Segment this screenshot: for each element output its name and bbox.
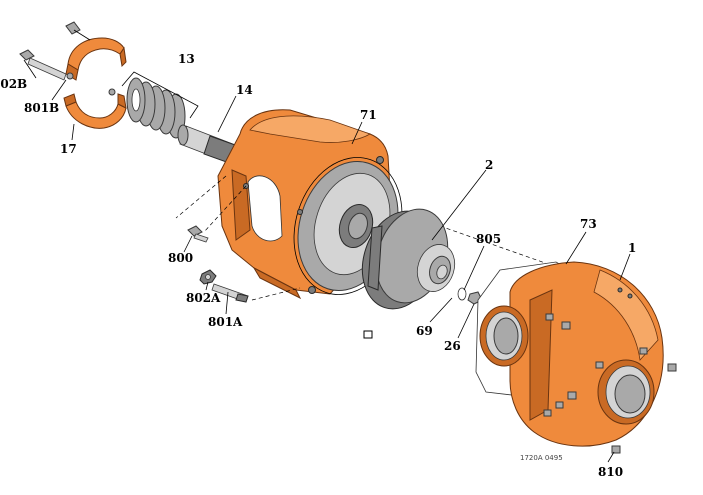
callout-73: 73 [580,217,597,231]
bolt-800 [187,225,209,243]
callout-810: 810 [598,465,623,479]
callout-13: 13 [178,52,195,66]
callout-801B: 801B [24,101,59,115]
callout-805: 805 [476,232,501,246]
callout-14: 14 [236,83,253,97]
impeller [361,208,456,310]
callout-800: 800 [168,251,193,265]
square-symbol [363,330,373,339]
stud-801A [211,283,249,303]
callout-2: 2 [485,158,493,172]
callout-802A: 802A [186,291,221,305]
callout-17: 17 [60,142,77,156]
drawing-number: 1720A 0495 [520,454,563,462]
callout-26: 26 [444,339,461,353]
callout-1: 1 [628,241,636,255]
washer-805 [457,287,467,301]
callout-801A: 801A [208,315,243,329]
callout-802B: 802B [0,77,27,91]
shaft-sleeve [177,124,239,165]
callout-71: 71 [360,108,377,122]
packing-rings [126,77,186,139]
pump-casing [479,261,677,454]
clamp-assembly [19,21,127,129]
callout-69: 69 [416,324,433,338]
nut-802A [199,269,217,285]
